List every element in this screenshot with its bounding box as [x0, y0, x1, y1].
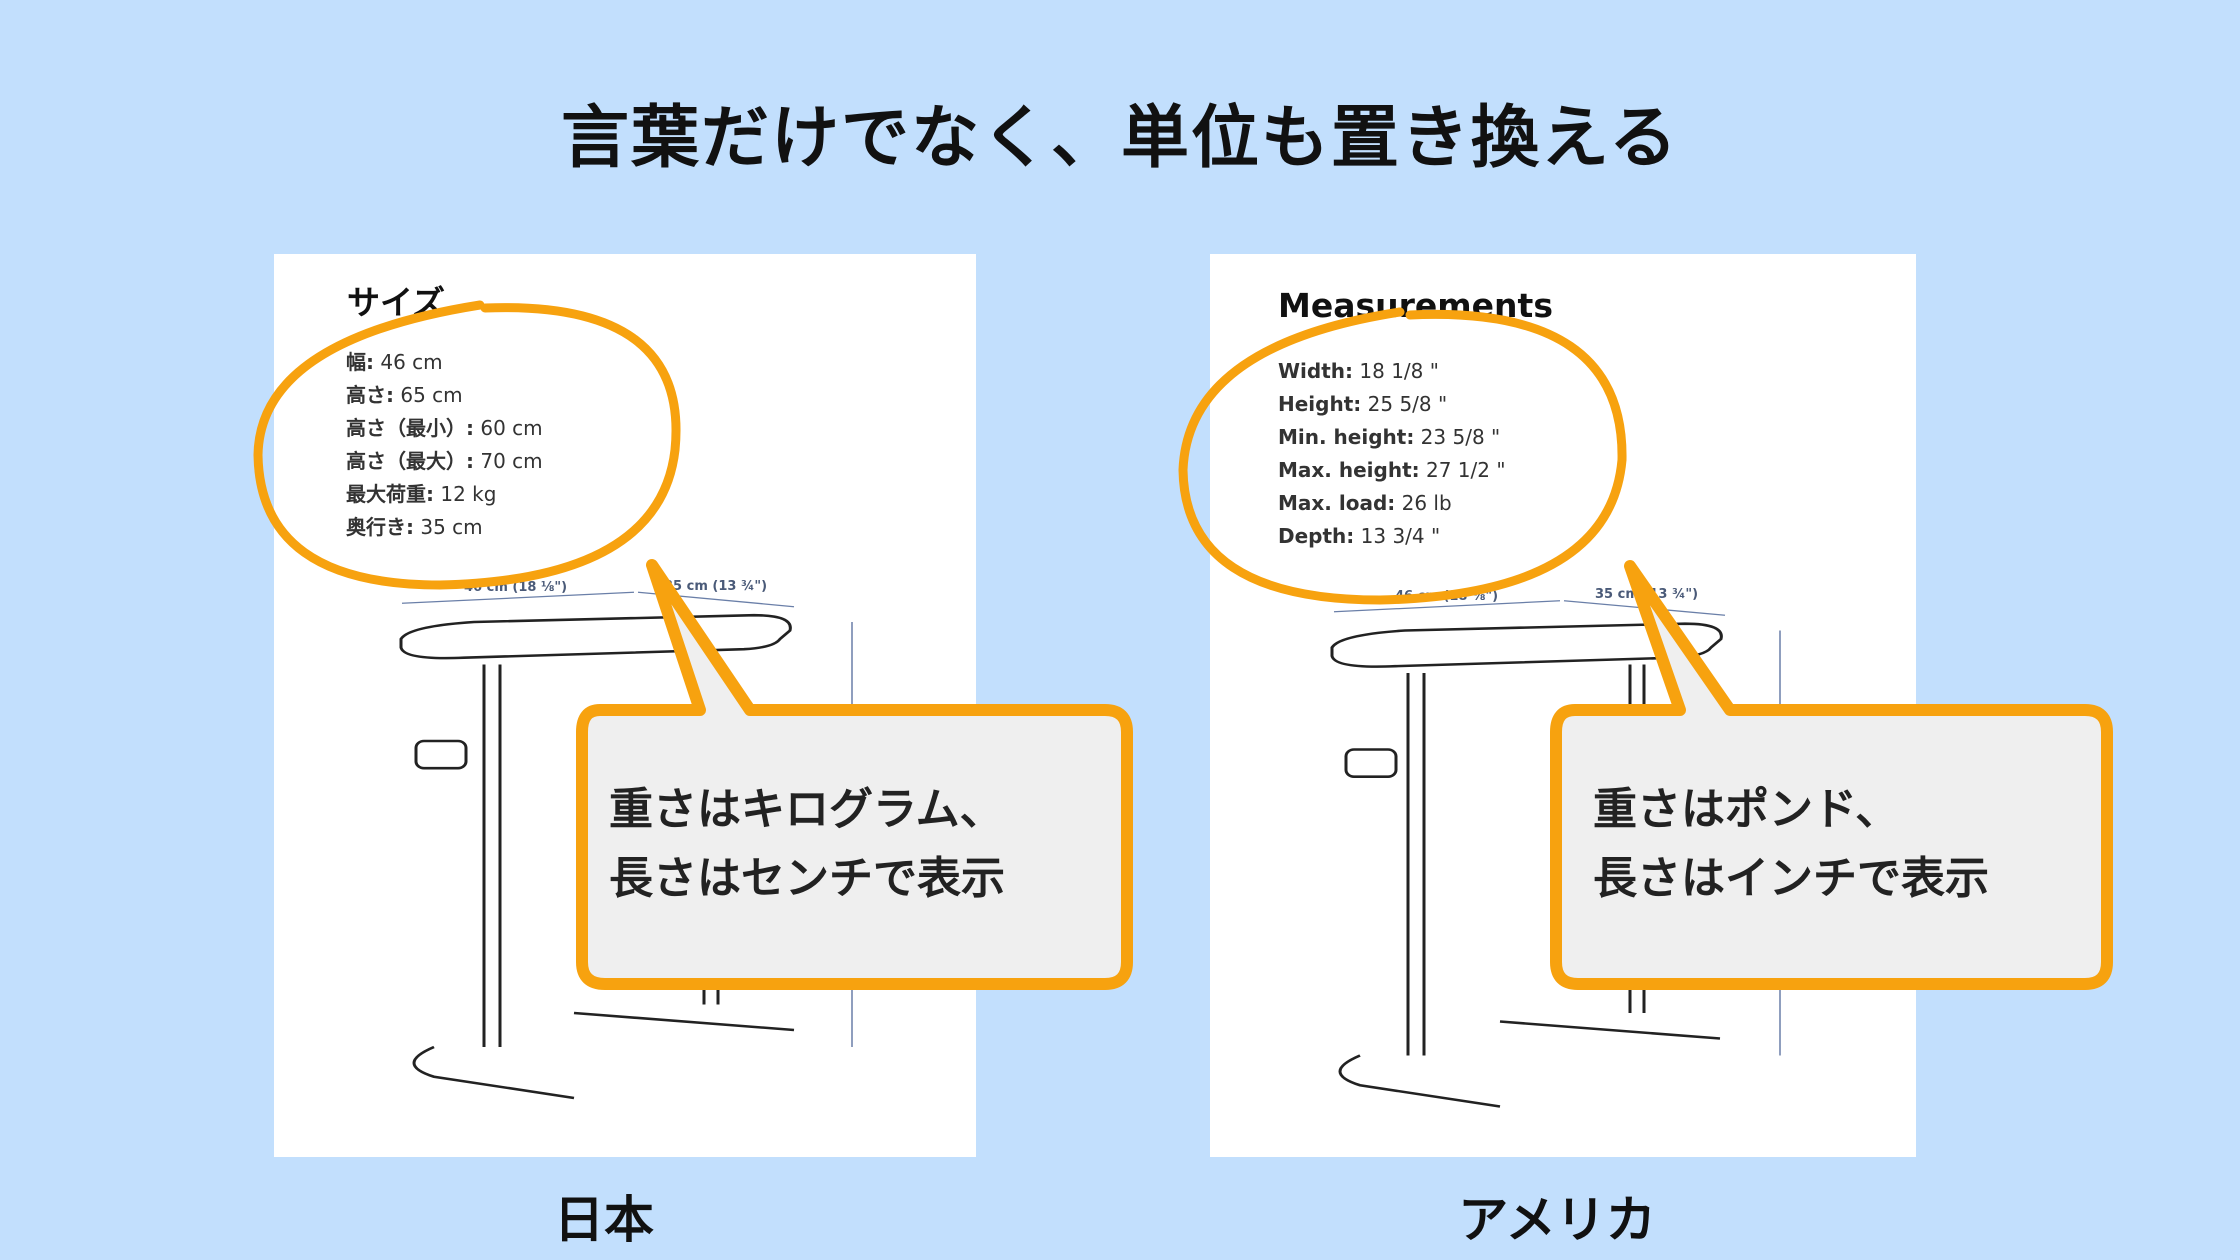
spec-row: 高さ: 65 cm [346, 383, 463, 407]
japan-product-panel: 46 cm (18 ⅛") 35 cm (13 ¾") サイズ 幅: 46 cm… [274, 254, 976, 1157]
spec-row: Min. height: 23 5/8 " [1278, 425, 1501, 449]
usa-bubble-text: 重さはポンド、 長さはインチで表示 [1593, 775, 1989, 913]
usa-caption: アメリカ [1458, 1191, 1656, 1249]
japan-caption: 日本 [554, 1191, 654, 1249]
width-dimension-label: 46 cm (18 ⅛") [464, 580, 567, 595]
usa-spec-list: Width: 18 1/8 " Height: 25 5/8 " Min. he… [1278, 355, 1506, 553]
bubble-line: 重さはポンド、 [1593, 784, 1900, 835]
page-title: 言葉だけでなく、単位も置き換える [561, 99, 1679, 178]
usa-product-panel: 46 cm (18 ⅛") 35 cm (13 ¾") Measurements… [1210, 254, 1916, 1157]
spec-row: 幅: 46 cm [346, 350, 443, 374]
spec-row: 高さ（最大）: 70 cm [346, 449, 543, 473]
spec-row: Depth: 13 3/4 " [1278, 524, 1441, 548]
usa-heading: Measurements [1278, 286, 1553, 325]
spec-row: 高さ（最小）: 60 cm [346, 416, 543, 440]
bubble-line: 長さはインチで表示 [1593, 853, 1989, 904]
japan-bubble-text: 重さはキログラム、 長さはセンチで表示 [609, 775, 1005, 913]
depth-dimension-label: 35 cm (13 ¾") [664, 579, 767, 594]
depth-dimension-label: 35 cm (13 ¾") [1595, 587, 1698, 602]
bubble-line: 長さはセンチで表示 [609, 853, 1005, 904]
spec-row: Height: 25 5/8 " [1278, 392, 1448, 416]
width-dimension-label: 46 cm (18 ⅛") [1395, 589, 1498, 604]
japan-heading: サイズ [347, 283, 446, 322]
japan-spec-list: 幅: 46 cm 高さ: 65 cm 高さ（最小）: 60 cm 高さ（最大）:… [346, 346, 543, 544]
spec-row: 最大荷重: 12 kg [346, 482, 497, 506]
spec-row: Max. load: 26 lb [1278, 491, 1452, 515]
spec-row: 奥行き: 35 cm [346, 515, 483, 539]
spec-row: Max. height: 27 1/2 " [1278, 458, 1506, 482]
bubble-line: 重さはキログラム、 [609, 784, 1004, 835]
spec-row: Width: 18 1/8 " [1278, 359, 1439, 383]
